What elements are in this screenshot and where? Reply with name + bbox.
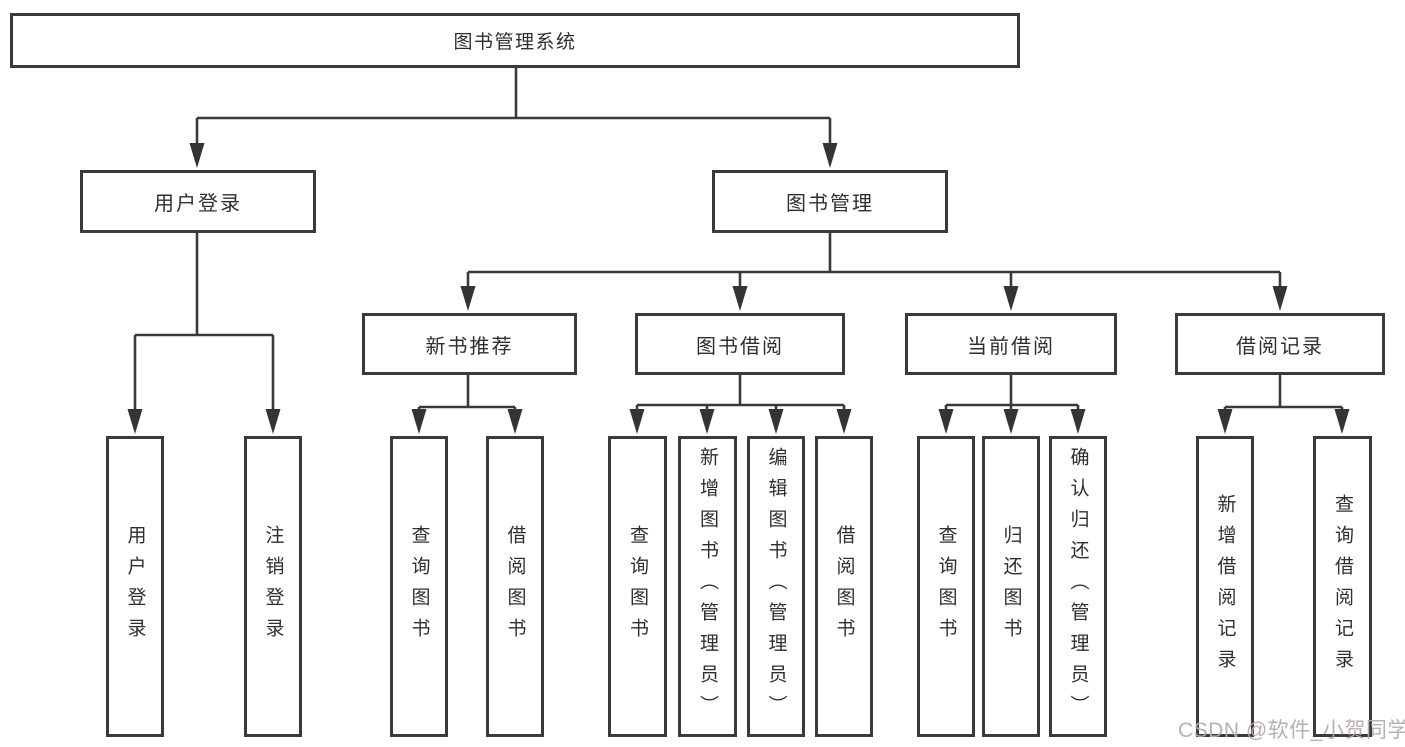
node-label: 确认归还（管理员）: [1067, 447, 1089, 726]
node-label: 查询图书: [627, 524, 648, 649]
node-label: 新增图书（管理员）: [697, 447, 718, 726]
node-label: 归还图书: [1000, 524, 1022, 649]
leaf-add-books-admin: 新增图书（管理员）: [678, 436, 737, 737]
node-label: 新书推荐: [425, 335, 514, 358]
node-new-book-recommendation: 新书推荐: [362, 313, 577, 375]
node-label: 新增借阅记录: [1214, 493, 1236, 680]
node-label: 借阅图书: [504, 524, 526, 649]
node-label: 编辑图书（管理员）: [765, 447, 787, 726]
node-current-borrowing: 当前借阅: [905, 313, 1117, 375]
node-label: 查询图书: [935, 524, 957, 649]
leaf-user-login: 用户登录: [106, 436, 164, 737]
leaf-return-books: 归还图书: [982, 436, 1040, 737]
node-label: 图书管理: [786, 193, 874, 215]
node-library-management-system: 图书管理系统: [10, 13, 1020, 68]
node-label: 注销登录: [262, 524, 284, 649]
node-label: 当前借阅: [967, 335, 1055, 358]
node-user-login: 用户登录: [80, 170, 316, 233]
node-label: 图书管理系统: [453, 32, 577, 53]
node-label: 借阅图书: [833, 524, 855, 649]
node-label: 借阅记录: [1236, 335, 1324, 358]
leaf-query-books-borrowing: 查询图书: [608, 436, 667, 737]
leaf-query-borrow-record: 查询借阅记录: [1313, 436, 1372, 737]
leaf-borrow-books-recommend: 借阅图书: [486, 436, 544, 737]
csdn-watermark: CSDN @软件_小贺同学: [1178, 719, 1405, 742]
leaf-query-books-recommend: 查询图书: [390, 436, 448, 737]
node-label: 查询借阅记录: [1332, 493, 1353, 680]
leaf-logout: 注销登录: [244, 436, 302, 737]
leaf-add-borrow-record: 新增借阅记录: [1196, 436, 1254, 737]
node-label: 查询图书: [408, 524, 430, 649]
node-label: 图书借阅: [696, 335, 784, 358]
node-label: 用户登录: [154, 193, 242, 215]
node-book-management: 图书管理: [712, 170, 948, 233]
leaf-query-books-current: 查询图书: [917, 436, 975, 737]
leaf-edit-books-admin: 编辑图书（管理员）: [747, 436, 805, 737]
node-book-borrowing: 图书借阅: [635, 313, 845, 375]
node-label: 用户登录: [124, 524, 146, 649]
node-borrowing-records: 借阅记录: [1175, 313, 1385, 375]
leaf-confirm-return-admin: 确认归还（管理员）: [1049, 436, 1107, 737]
leaf-borrow-books: 借阅图书: [815, 436, 873, 737]
